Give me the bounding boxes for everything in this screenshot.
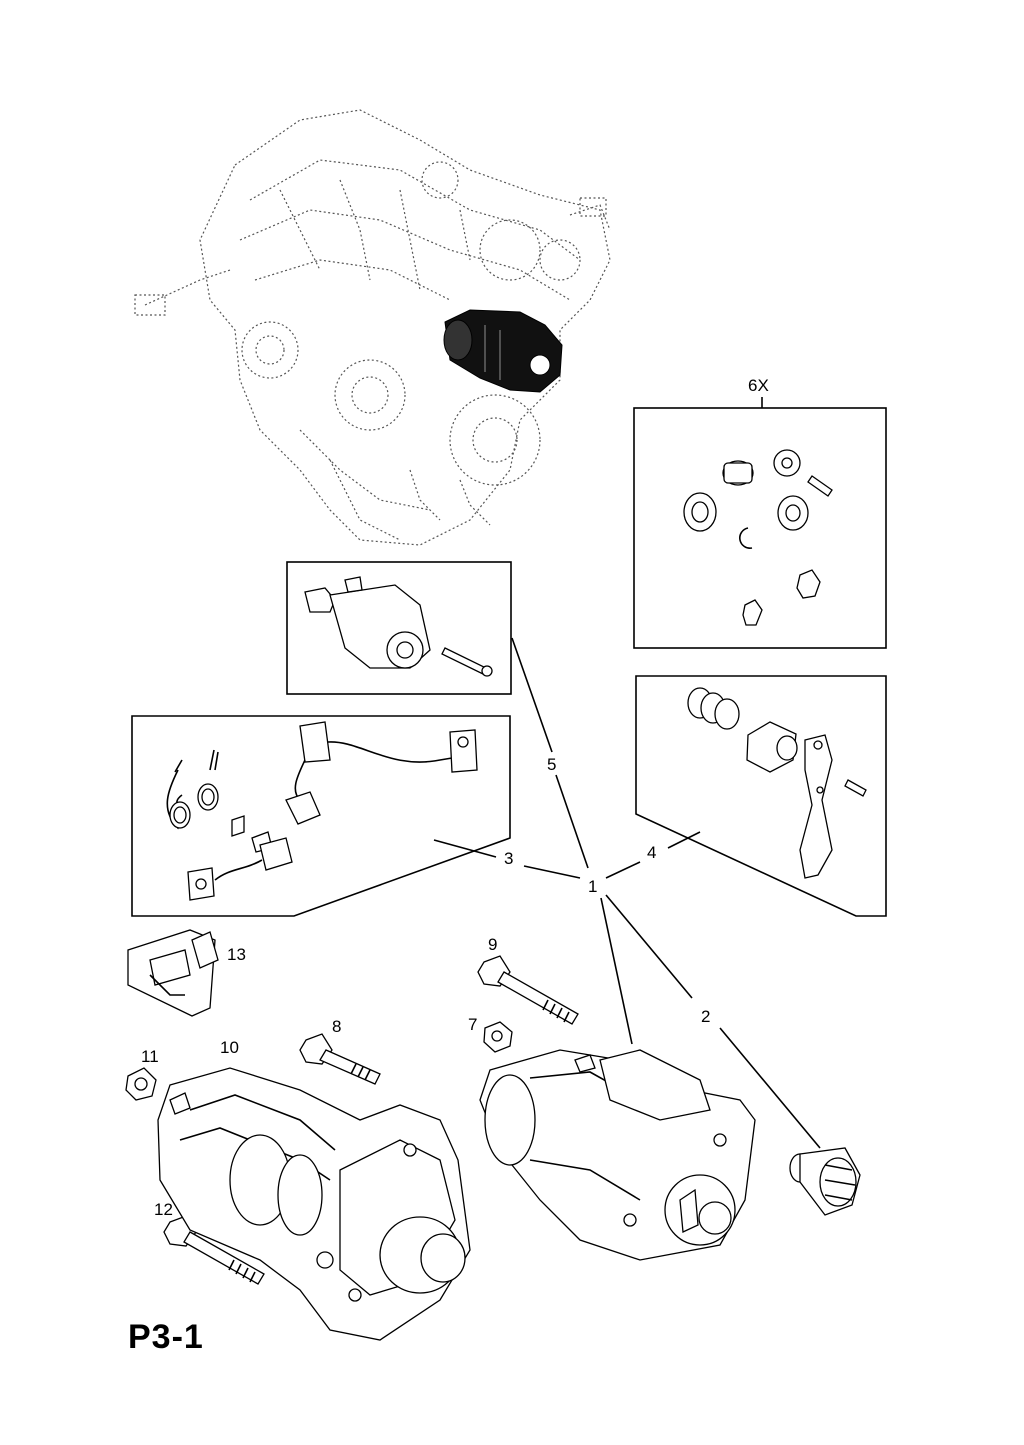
brush-kit-box bbox=[131, 715, 511, 917]
starter-motor-1 bbox=[479, 1049, 756, 1261]
starter-location-highlight bbox=[443, 309, 563, 393]
nut-7 bbox=[483, 1021, 513, 1053]
bracket-clip-13 bbox=[127, 929, 219, 1017]
callout-4: 4 bbox=[647, 843, 656, 862]
callout-10: 10 bbox=[220, 1038, 239, 1057]
callout-5: 5 bbox=[547, 755, 556, 774]
callout-13: 13 bbox=[227, 945, 246, 964]
callout-12: 12 bbox=[154, 1200, 173, 1219]
kit-6x-box bbox=[633, 397, 887, 649]
page-identifier: P3-1 bbox=[128, 1318, 204, 1356]
leader-lines bbox=[433, 637, 821, 1149]
callout-2: 2 bbox=[701, 1007, 710, 1026]
callout-8: 8 bbox=[332, 1017, 341, 1036]
bolt-9 bbox=[477, 955, 579, 1025]
starter-motor-10 bbox=[157, 1067, 471, 1341]
solenoid-box bbox=[286, 561, 512, 695]
callout-1: 1 bbox=[588, 877, 597, 896]
callout-6x: 6X bbox=[748, 376, 769, 395]
bolt-12 bbox=[163, 1215, 265, 1285]
callout-9: 9 bbox=[488, 935, 497, 954]
bolt-8 bbox=[299, 1033, 381, 1085]
callout-11: 11 bbox=[141, 1047, 159, 1066]
drive-pinion-2 bbox=[789, 1147, 861, 1216]
callout-3: 3 bbox=[504, 849, 513, 868]
callout-7: 7 bbox=[468, 1015, 477, 1034]
callout-labels: 1 2 3 4 5 6X 7 8 9 10 11 12 13 bbox=[141, 376, 769, 1219]
drive-parts-box bbox=[635, 675, 887, 917]
nut-11 bbox=[125, 1067, 157, 1101]
engine-overview-illustration bbox=[134, 109, 611, 546]
